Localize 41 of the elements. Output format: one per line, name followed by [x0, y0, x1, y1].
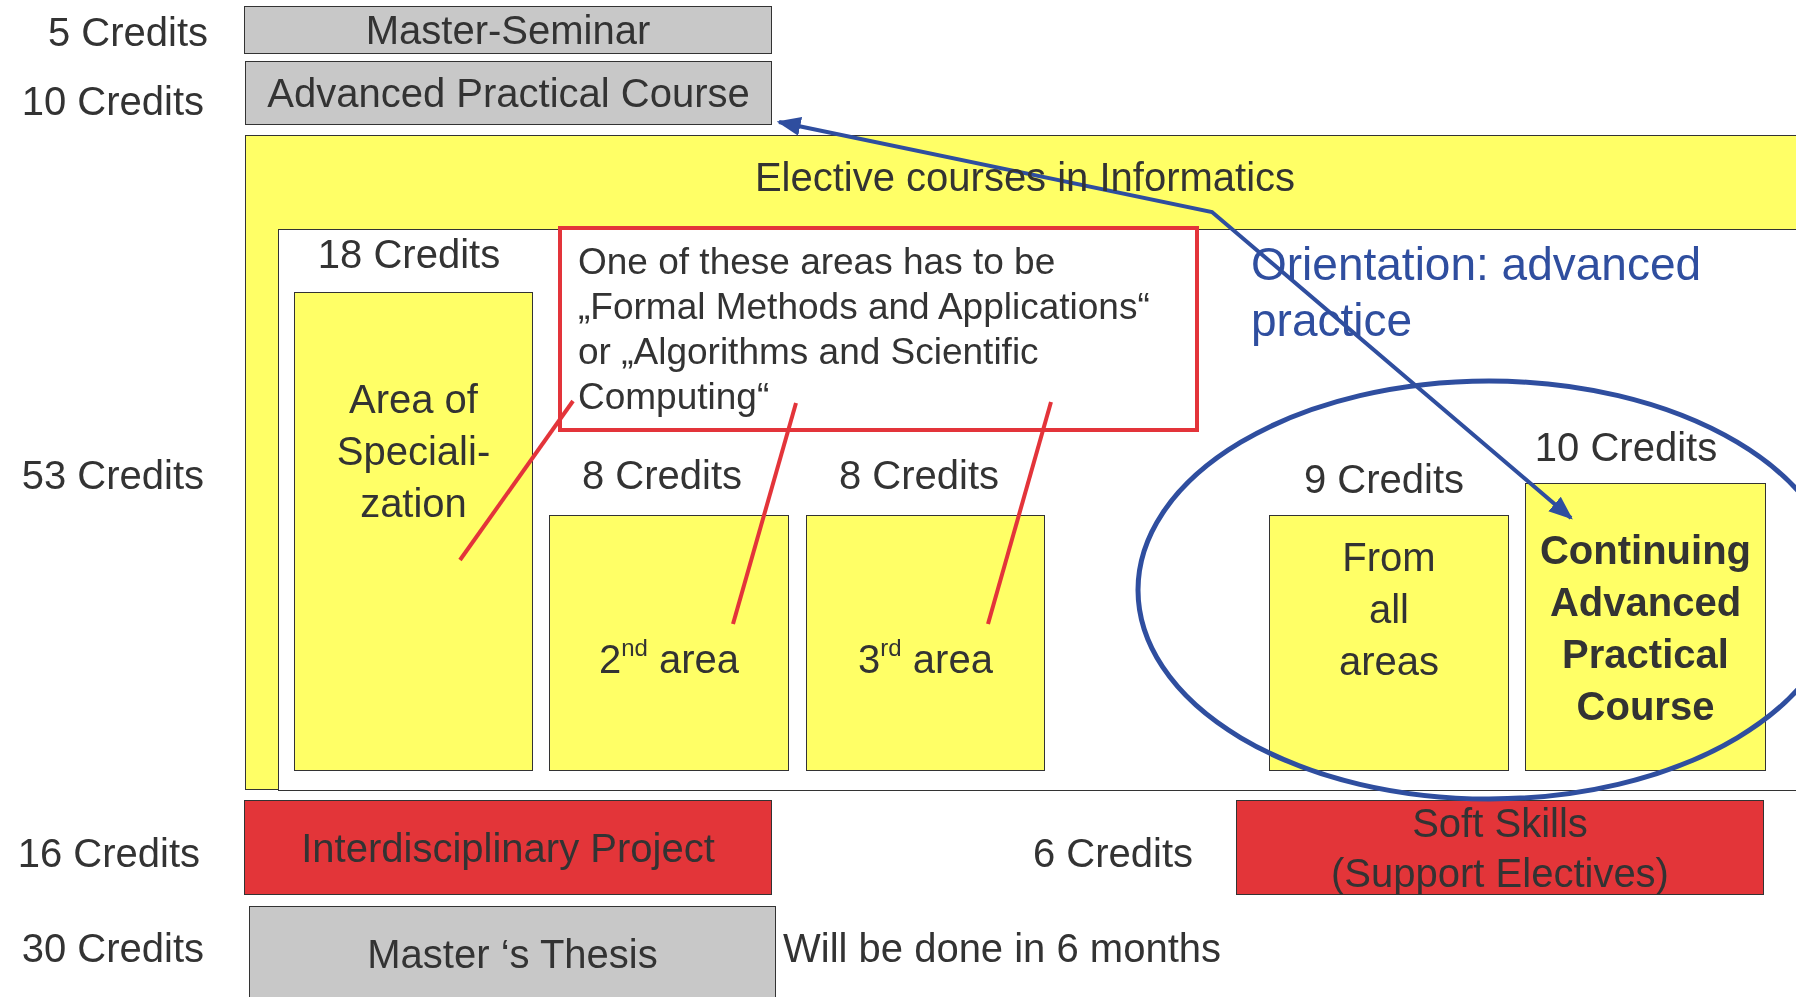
- credits-label: 8 Credits: [838, 452, 1000, 498]
- area-box: [294, 292, 533, 771]
- credits-label: 10 Credits: [21, 78, 204, 124]
- box-label: Interdisciplinary Project: [301, 824, 715, 871]
- box-label: Area of Speciali- zation: [335, 376, 492, 527]
- credits-label: 30 Credits: [21, 925, 204, 971]
- leader-line: [986, 401, 1053, 625]
- box-label: Soft Skills: [1412, 799, 1588, 847]
- arrow: [776, 117, 1573, 520]
- leader-line: [458, 399, 575, 562]
- credits-label: Will be done in 6 months: [783, 925, 1221, 971]
- course-box: [1236, 800, 1764, 895]
- box-label: Master-Seminar: [365, 7, 651, 53]
- box-label: (Support Electives): [1331, 849, 1669, 897]
- credits-label: 53 Credits: [21, 452, 204, 498]
- credits-label: 6 Credits: [1032, 830, 1193, 876]
- project-box: [244, 800, 772, 895]
- credits-label: 8 Credits: [581, 452, 743, 498]
- area-box: [549, 515, 789, 771]
- box-label: From all areas: [1337, 534, 1441, 685]
- elective-panel: [245, 135, 1796, 790]
- course-box: [1525, 483, 1766, 771]
- leader-line: [731, 402, 798, 625]
- credits-label: 10 Credits: [1534, 424, 1718, 470]
- credits-label: 18 Credits: [317, 231, 501, 277]
- box-label: 2$^{nd}$ area: [598, 636, 740, 682]
- credits-label: 16 Credits: [17, 830, 200, 876]
- credits-label: 9 Credits: [1303, 456, 1465, 502]
- thesis-box: [249, 906, 776, 997]
- area-box: [806, 515, 1045, 771]
- note-text: One of these areas has to be „Formal Methods and Applications“ or „Algorithms and Scientific Computing“: [578, 240, 1151, 419]
- note-box: [558, 226, 1199, 432]
- course-box: [245, 61, 772, 125]
- box-label: 3$^{rd}$ area: [858, 636, 993, 682]
- area-box: [1269, 515, 1509, 771]
- box-label: Advanced Practical Course: [267, 70, 750, 116]
- credits-label: 5 Credits: [47, 9, 208, 55]
- area-panel: [278, 229, 1796, 791]
- box-label: Master ‘s Thesis: [367, 931, 658, 977]
- course-box: [244, 6, 772, 54]
- box-label: Continuing Advanced Practical Course: [1538, 527, 1752, 730]
